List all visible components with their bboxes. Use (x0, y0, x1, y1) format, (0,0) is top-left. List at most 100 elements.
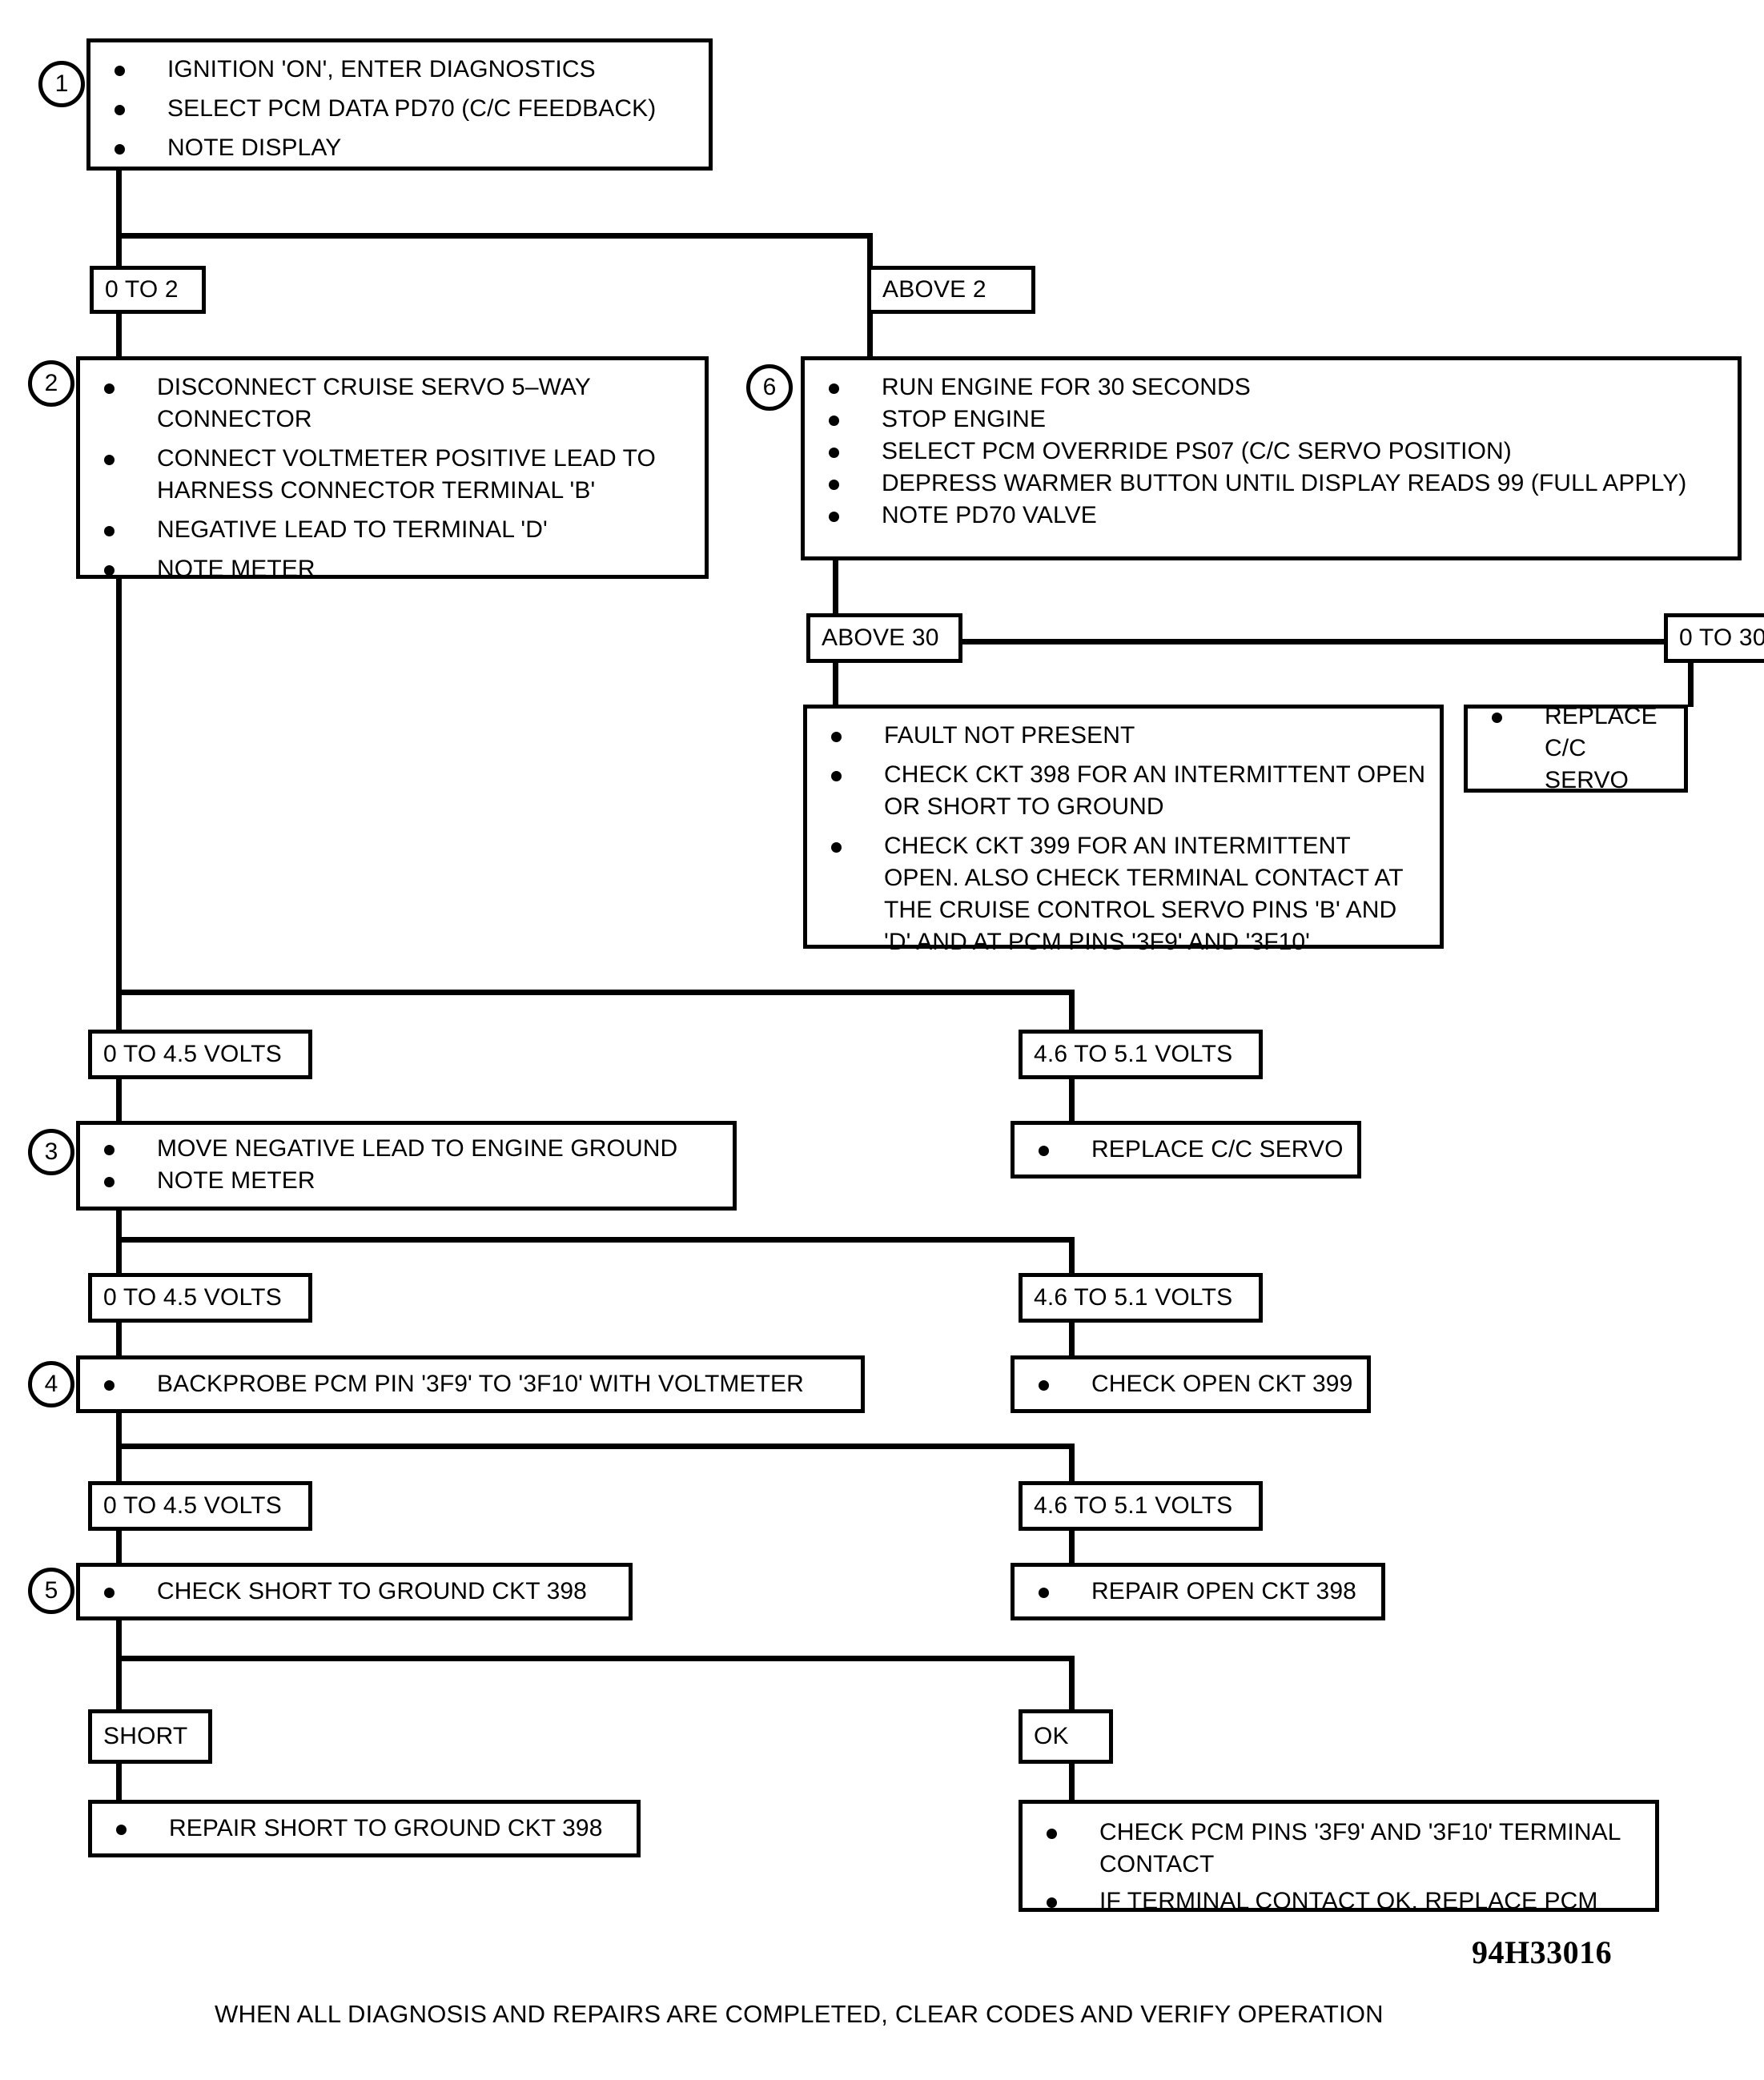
outcome-replace-servo-mid-list: REPLACE C/C SERVO (1015, 1134, 1357, 1166)
step-number-4-label: 4 (44, 1371, 58, 1397)
branch-label-text: OK (1034, 1723, 1069, 1749)
step-5-box: CHECK SHORT TO GROUND CKT 398 (76, 1563, 633, 1620)
step-3-list: MOVE NEGATIVE LEAD TO ENGINE GROUND NOTE… (80, 1125, 733, 1208)
step-4-box: BACKPROBE PCM PIN '3F9' TO '3F10' WITH V… (76, 1355, 865, 1413)
connector-to-v3-low (116, 1444, 122, 1484)
step-1-list: IGNITION 'ON', ENTER DIAGNOSTICS SELECT … (90, 42, 709, 175)
list-item: CHECK PCM PINS '3F9' AND '3F10' TERMINAL… (1023, 1817, 1645, 1881)
connector-0to30-down (1688, 663, 1694, 707)
list-item: FAULT NOT PRESENT (807, 720, 1430, 752)
outcome-fault-not-present-list: FAULT NOT PRESENT CHECK CKT 398 FOR AN I… (807, 709, 1440, 970)
connector-step3-down (116, 1211, 122, 1243)
step-6-box: RUN ENGINE FOR 30 SECONDS STOP ENGINE SE… (801, 356, 1742, 560)
step-3-box: MOVE NEGATIVE LEAD TO ENGINE GROUND NOTE… (76, 1121, 737, 1211)
connector-ok-down (1069, 1764, 1075, 1805)
connector-voltage-split-1 (116, 990, 1075, 995)
branch-label-v1-high: 4.6 TO 5.1 VOLTS (1019, 1030, 1263, 1079)
connector-short-down (116, 1764, 122, 1805)
connector-above30-down (833, 663, 838, 707)
list-item: SELECT PCM DATA PD70 (C/C FEEDBACK) (90, 93, 699, 125)
branch-label-above30: ABOVE 30 (806, 613, 962, 663)
list-item: REPAIR OPEN CKT 398 (1015, 1576, 1372, 1608)
connector-step6-down (833, 560, 838, 644)
list-item: SELECT PCM OVERRIDE PS07 (C/C SERVO POSI… (805, 436, 1728, 468)
step-6-list: RUN ENGINE FOR 30 SECONDS STOP ENGINE SE… (805, 360, 1738, 543)
outcome-check-pcm-pins-box: CHECK PCM PINS '3F9' AND '3F10' TERMINAL… (1019, 1800, 1659, 1914)
step-2-list: DISCONNECT CRUISE SERVO 5–WAY CONNECTOR … (80, 360, 705, 596)
list-item: BACKPROBE PCM PIN '3F9' TO '3F10' WITH V… (80, 1368, 851, 1400)
step-number-2: 2 (28, 360, 74, 407)
footer-note: WHEN ALL DIAGNOSIS AND REPAIRS ARE COMPL… (215, 2000, 1384, 2028)
connector-to-v1-low (116, 990, 122, 1034)
connector-to-ok (1069, 1656, 1075, 1713)
step-number-5-label: 5 (44, 1577, 58, 1604)
connector-step5-down (116, 1620, 122, 1660)
list-item: CHECK SHORT TO GROUND CKT 398 (80, 1576, 619, 1608)
list-item: DISCONNECT CRUISE SERVO 5–WAY CONNECTOR (80, 371, 695, 436)
list-item: RUN ENGINE FOR 30 SECONDS (805, 371, 1728, 404)
branch-label-text: 0 TO 2 (105, 276, 179, 303)
connector-to-short (116, 1656, 122, 1713)
list-item: NOTE PD70 VALVE (805, 500, 1728, 532)
list-item: NOTE METER (80, 553, 695, 585)
connector-step6-split (833, 639, 1694, 644)
step-4-list: BACKPROBE PCM PIN '3F9' TO '3F10' WITH V… (80, 1368, 861, 1400)
list-item: NOTE DISPLAY (90, 132, 699, 164)
branch-label-text: 4.6 TO 5.1 VOLTS (1034, 1041, 1233, 1067)
outcome-replace-servo-mid-box: REPLACE C/C SERVO (1011, 1121, 1361, 1179)
connector-to-v2-high (1069, 1237, 1075, 1277)
connector-above2-to-step6 (867, 314, 873, 359)
connector-step1-down (116, 171, 122, 239)
outcome-repair-short-398-box: REPAIR SHORT TO GROUND CKT 398 (88, 1800, 641, 1857)
step-number-6-label: 6 (762, 374, 777, 400)
connector-voltage-split-2 (116, 1237, 1075, 1243)
connector-0to2-to-step2 (116, 314, 122, 359)
step-number-3-label: 3 (44, 1138, 58, 1165)
branch-label-text: SHORT (103, 1723, 188, 1749)
step-number-5: 5 (28, 1568, 74, 1614)
connector-to-0to2 (116, 233, 122, 269)
branch-label-text: 0 TO 4.5 VOLTS (103, 1284, 282, 1311)
step-1-box: IGNITION 'ON', ENTER DIAGNOSTICS SELECT … (86, 38, 713, 171)
branch-label-text: 0 TO 30 (1679, 624, 1764, 651)
branch-label-v1-low: 0 TO 4.5 VOLTS (88, 1030, 312, 1079)
connector-step1-split (116, 233, 873, 239)
branch-label-text: 0 TO 4.5 VOLTS (103, 1492, 282, 1519)
list-item: STOP ENGINE (805, 404, 1728, 436)
list-item: CHECK OPEN CKT 399 (1015, 1368, 1357, 1400)
branch-label-ok: OK (1019, 1709, 1113, 1764)
connector-v1-low-down (116, 1079, 122, 1123)
list-item: REPLACE C/C SERVO (1468, 701, 1674, 797)
outcome-repair-short-398-list: REPAIR SHORT TO GROUND CKT 398 (92, 1813, 637, 1845)
outcome-check-pcm-pins-list: CHECK PCM PINS '3F9' AND '3F10' TERMINAL… (1023, 1804, 1655, 1929)
step-5-list: CHECK SHORT TO GROUND CKT 398 (80, 1576, 629, 1608)
branch-label-short: SHORT (88, 1709, 212, 1764)
branch-label-v2-high: 4.6 TO 5.1 VOLTS (1019, 1273, 1263, 1323)
step-2-box: DISCONNECT CRUISE SERVO 5–WAY CONNECTOR … (76, 356, 709, 582)
connector-v1-high-down (1069, 1079, 1075, 1123)
step-number-6: 6 (746, 364, 793, 411)
step-number-3: 3 (28, 1129, 74, 1175)
list-item: NEGATIVE LEAD TO TERMINAL 'D' (80, 514, 695, 546)
branch-label-v3-low: 0 TO 4.5 VOLTS (88, 1481, 312, 1531)
outcome-repair-open-398-list: REPAIR OPEN CKT 398 (1015, 1576, 1381, 1608)
connector-to-v1-high (1069, 990, 1075, 1034)
step-number-1: 1 (38, 61, 85, 107)
branch-label-above2: ABOVE 2 (867, 266, 1035, 314)
step-number-1-label: 1 (54, 70, 69, 97)
branch-label-v2-low: 0 TO 4.5 VOLTS (88, 1273, 312, 1323)
branch-label-text: 4.6 TO 5.1 VOLTS (1034, 1492, 1233, 1519)
step-number-2-label: 2 (44, 370, 58, 396)
step-number-4: 4 (28, 1361, 74, 1407)
connector-to-v3-high (1069, 1444, 1075, 1484)
outcome-replace-servo-right-box: REPLACE C/C SERVO (1464, 703, 1688, 793)
outcome-replace-servo-right-list: REPLACE C/C SERVO (1468, 701, 1684, 797)
list-item: REPAIR SHORT TO GROUND CKT 398 (92, 1813, 627, 1845)
list-item: NOTE METER (80, 1165, 723, 1197)
list-item: CONNECT VOLTMETER POSITIVE LEAD TO HARNE… (80, 443, 695, 507)
connector-v3-low-down (116, 1531, 122, 1569)
list-item: CHECK CKT 399 FOR AN INTERMITTENT OPEN. … (807, 830, 1430, 958)
branch-label-0to2: 0 TO 2 (90, 266, 206, 314)
connector-step4-down (116, 1413, 122, 1449)
